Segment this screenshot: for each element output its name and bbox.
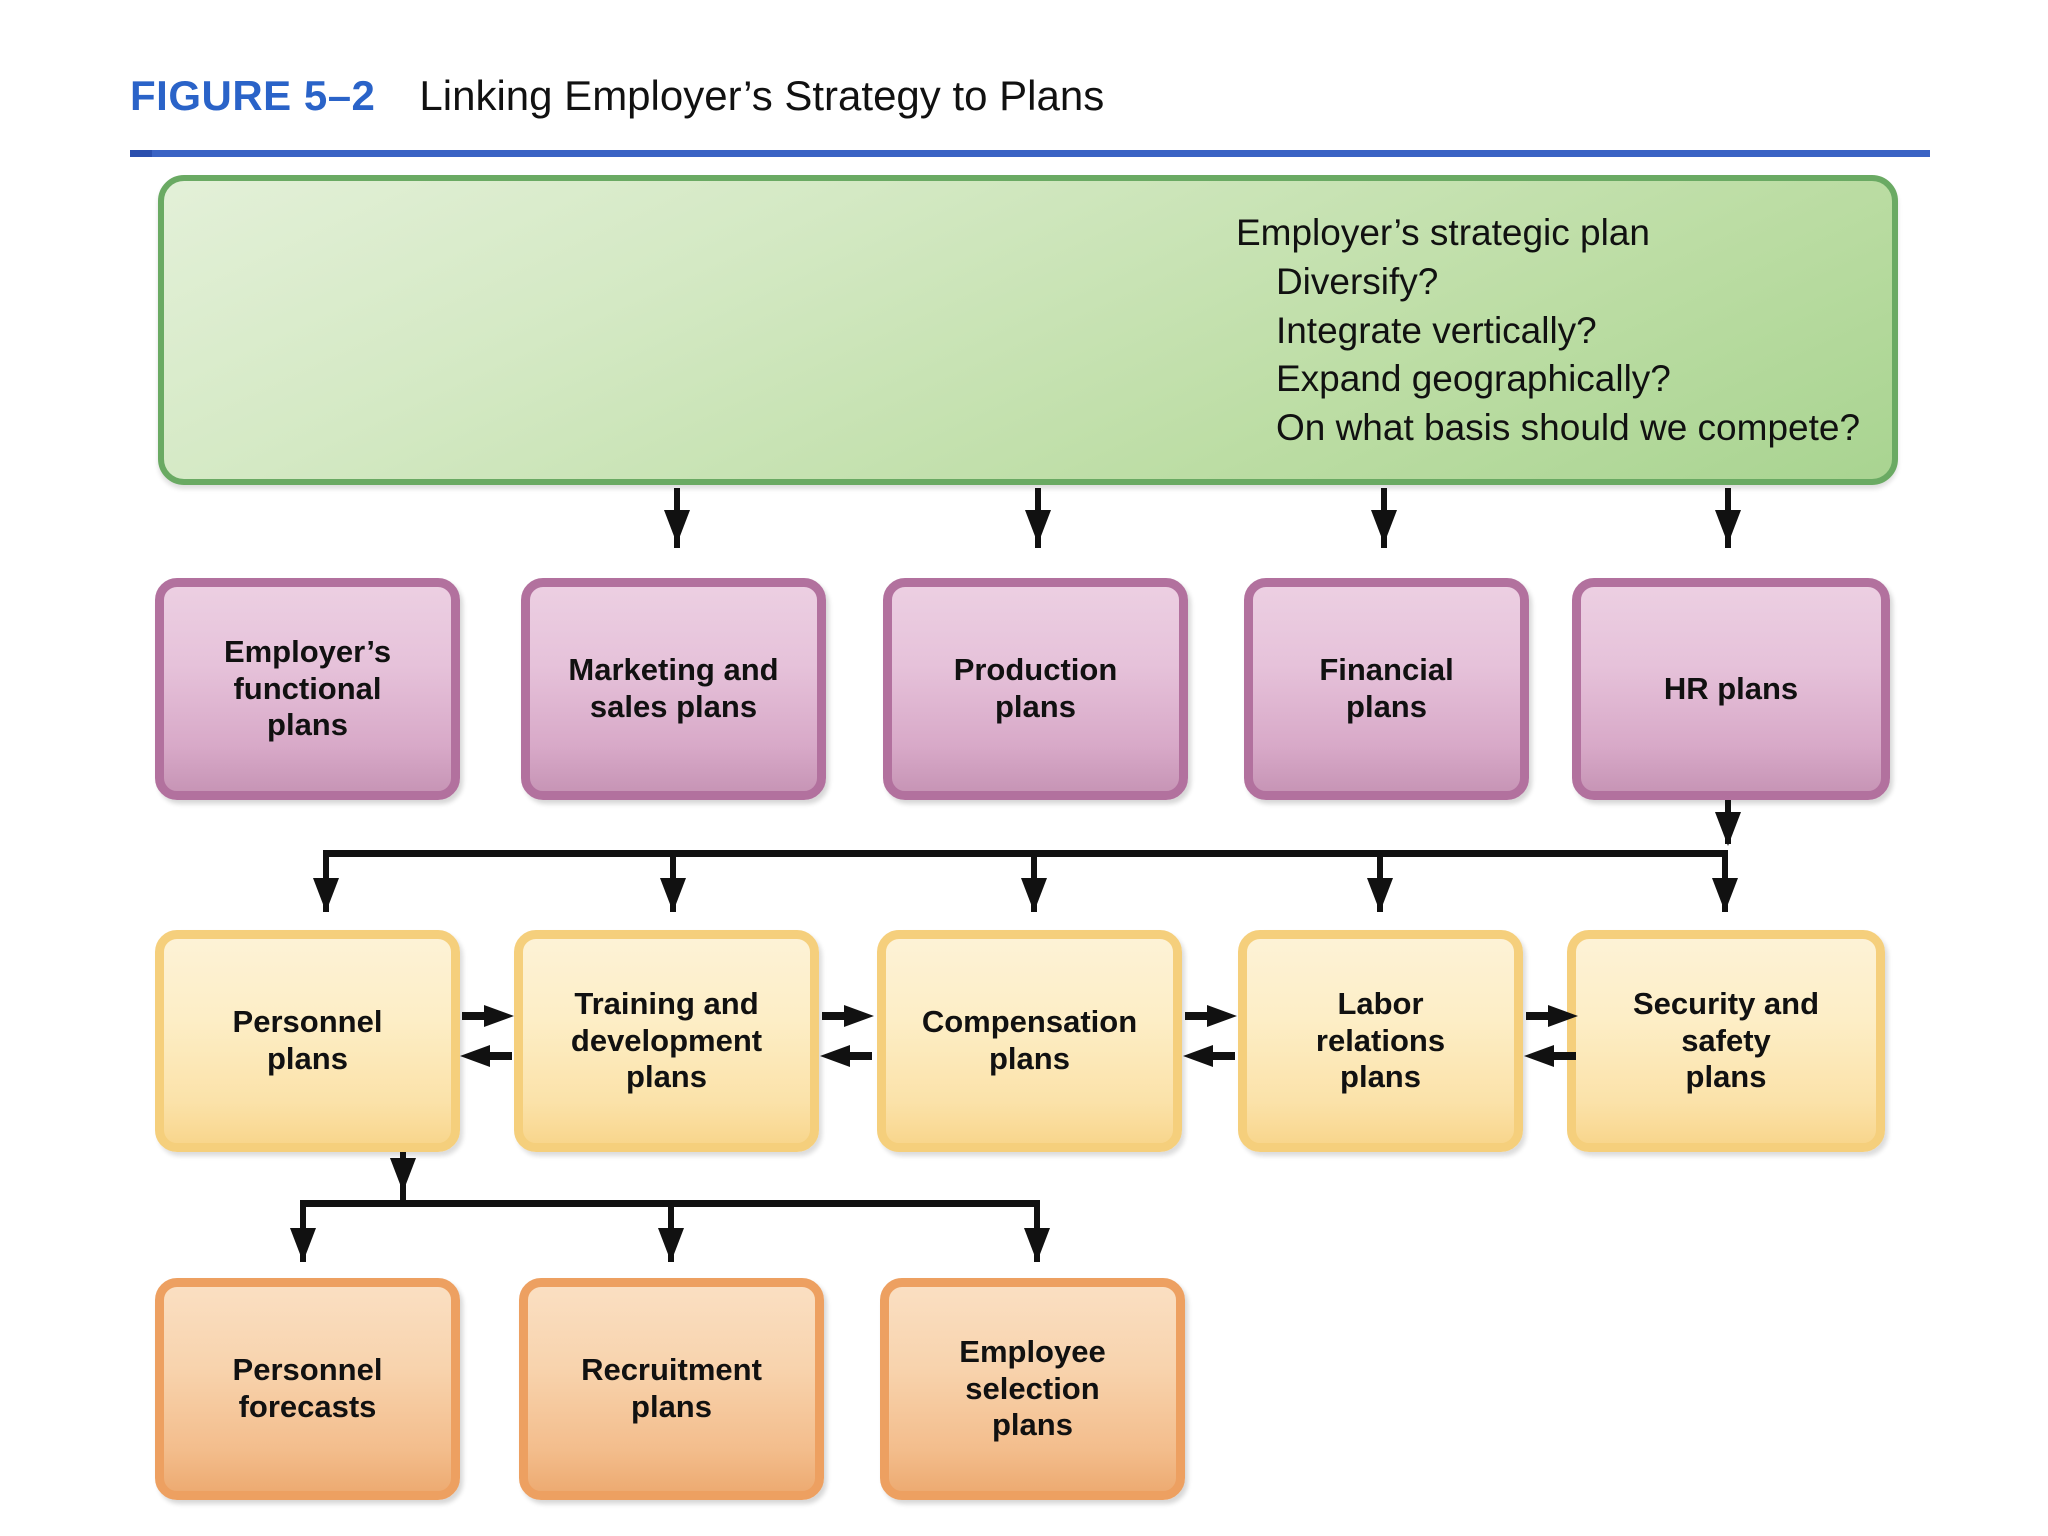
peer-link-4-left-stub bbox=[1552, 1052, 1576, 1060]
arrowhead-hrplan-3 bbox=[1367, 878, 1393, 912]
arrowhead-hrplan-4 bbox=[1712, 878, 1738, 912]
functional-plan-label-0: Employer’s functional plans bbox=[223, 634, 392, 743]
arrowhead-forecast-0 bbox=[290, 1228, 316, 1262]
arrowhead-strategic-4 bbox=[1715, 510, 1741, 544]
strategic-plan-item-0: Diversify? bbox=[1275, 260, 1439, 302]
arrowhead-strategic-2 bbox=[1025, 510, 1051, 544]
functional-plan-label-4: HR plans bbox=[1663, 670, 1799, 706]
personnel-plan-label-2: Employee selection plans bbox=[959, 1334, 1106, 1443]
header-divider-cap bbox=[130, 150, 152, 157]
hr-plan-label-0: Personnel plans bbox=[232, 1004, 383, 1076]
arrowhead-strategic-1 bbox=[664, 510, 690, 544]
arrowhead-hr-down bbox=[1715, 812, 1741, 846]
peer-link-3-left bbox=[1183, 1045, 1213, 1067]
peer-link-3-left-stub bbox=[1211, 1052, 1235, 1060]
peer-link-4-right-stub bbox=[1526, 1012, 1550, 1020]
peer-link-2-left bbox=[820, 1045, 850, 1067]
arrowhead-strategic-3 bbox=[1371, 510, 1397, 544]
personnel-plan-label-0: Personnel forecasts bbox=[232, 1352, 383, 1424]
peer-link-3-right bbox=[1207, 1005, 1237, 1027]
strategic-plan-box[interactable]: Employer’s strategic plan Diversify? Int… bbox=[158, 175, 1898, 485]
strategic-plan-heading: Employer’s strategic plan bbox=[1235, 212, 1650, 253]
functional-plan-box-employers[interactable]: Employer’s functional plans bbox=[155, 578, 460, 800]
figure-header: FIGURE 5–2 Linking Employer’s Strategy t… bbox=[130, 72, 1930, 142]
hr-plan-box-security[interactable]: Security and safety plans bbox=[1567, 930, 1885, 1152]
peer-link-2-left-stub bbox=[848, 1052, 872, 1060]
peer-link-1-right bbox=[484, 1005, 514, 1027]
peer-link-1-left bbox=[460, 1045, 490, 1067]
peer-link-1-right-stub bbox=[462, 1012, 486, 1020]
personnel-plan-box-selection[interactable]: Employee selection plans bbox=[880, 1278, 1185, 1500]
functional-plan-label-3: Financial plans bbox=[1319, 652, 1454, 724]
functional-plan-label-1: Marketing and sales plans bbox=[568, 652, 779, 724]
hr-plan-box-personnel[interactable]: Personnel plans bbox=[155, 930, 460, 1152]
personnel-plan-label-1: Recruitment plans bbox=[581, 1352, 762, 1424]
header-divider bbox=[130, 150, 1930, 157]
peer-link-2-right bbox=[844, 1005, 874, 1027]
arrowhead-hrplan-0 bbox=[313, 878, 339, 912]
peer-link-1-left-stub bbox=[488, 1052, 512, 1060]
peer-link-4-right bbox=[1548, 1005, 1578, 1027]
peer-link-2-right-stub bbox=[822, 1012, 846, 1020]
hr-plan-box-compensation[interactable]: Compensation plans bbox=[877, 930, 1182, 1152]
personnel-plan-box-recruitment[interactable]: Recruitment plans bbox=[519, 1278, 824, 1500]
strategic-plan-item-3: On what basis should we compete? bbox=[1275, 407, 1861, 449]
arrowhead-hrplan-2 bbox=[1021, 878, 1047, 912]
functional-plan-label-2: Production plans bbox=[953, 652, 1118, 724]
peer-link-4-left bbox=[1524, 1045, 1554, 1067]
strategic-plan-item-1: Integrate vertically? bbox=[1275, 309, 1597, 351]
peer-link-3-right-stub bbox=[1185, 1012, 1209, 1020]
arrowhead-forecast-1 bbox=[658, 1228, 684, 1262]
figure-number: FIGURE 5–2 bbox=[130, 72, 376, 119]
page-title: Linking Employer’s Strategy to Plans bbox=[419, 72, 1105, 119]
hr-plan-box-labor[interactable]: Labor relations plans bbox=[1238, 930, 1523, 1152]
hr-plan-label-2: Compensation plans bbox=[921, 1004, 1138, 1076]
hr-plan-label-1: Training and development plans bbox=[570, 986, 763, 1095]
arrowhead-personnel-down bbox=[390, 1158, 416, 1192]
hr-plan-label-3: Labor relations plans bbox=[1315, 986, 1446, 1095]
hr-plan-box-training[interactable]: Training and development plans bbox=[514, 930, 819, 1152]
personnel-plan-box-forecasts[interactable]: Personnel forecasts bbox=[155, 1278, 460, 1500]
strategic-plan-item-2: Expand geographically? bbox=[1275, 358, 1671, 400]
arrowhead-forecast-2 bbox=[1024, 1228, 1050, 1262]
functional-plan-box-hr[interactable]: HR plans bbox=[1572, 578, 1890, 800]
arrowhead-hrplan-1 bbox=[660, 878, 686, 912]
strategic-plan-text: Employer’s strategic plan Diversify? Int… bbox=[1236, 209, 1861, 453]
hr-plan-label-4: Security and safety plans bbox=[1632, 986, 1820, 1095]
functional-plan-box-marketing[interactable]: Marketing and sales plans bbox=[521, 578, 826, 800]
functional-plan-box-financial[interactable]: Financial plans bbox=[1244, 578, 1529, 800]
functional-plan-box-production[interactable]: Production plans bbox=[883, 578, 1188, 800]
bracket-hr-plans bbox=[323, 850, 1728, 857]
